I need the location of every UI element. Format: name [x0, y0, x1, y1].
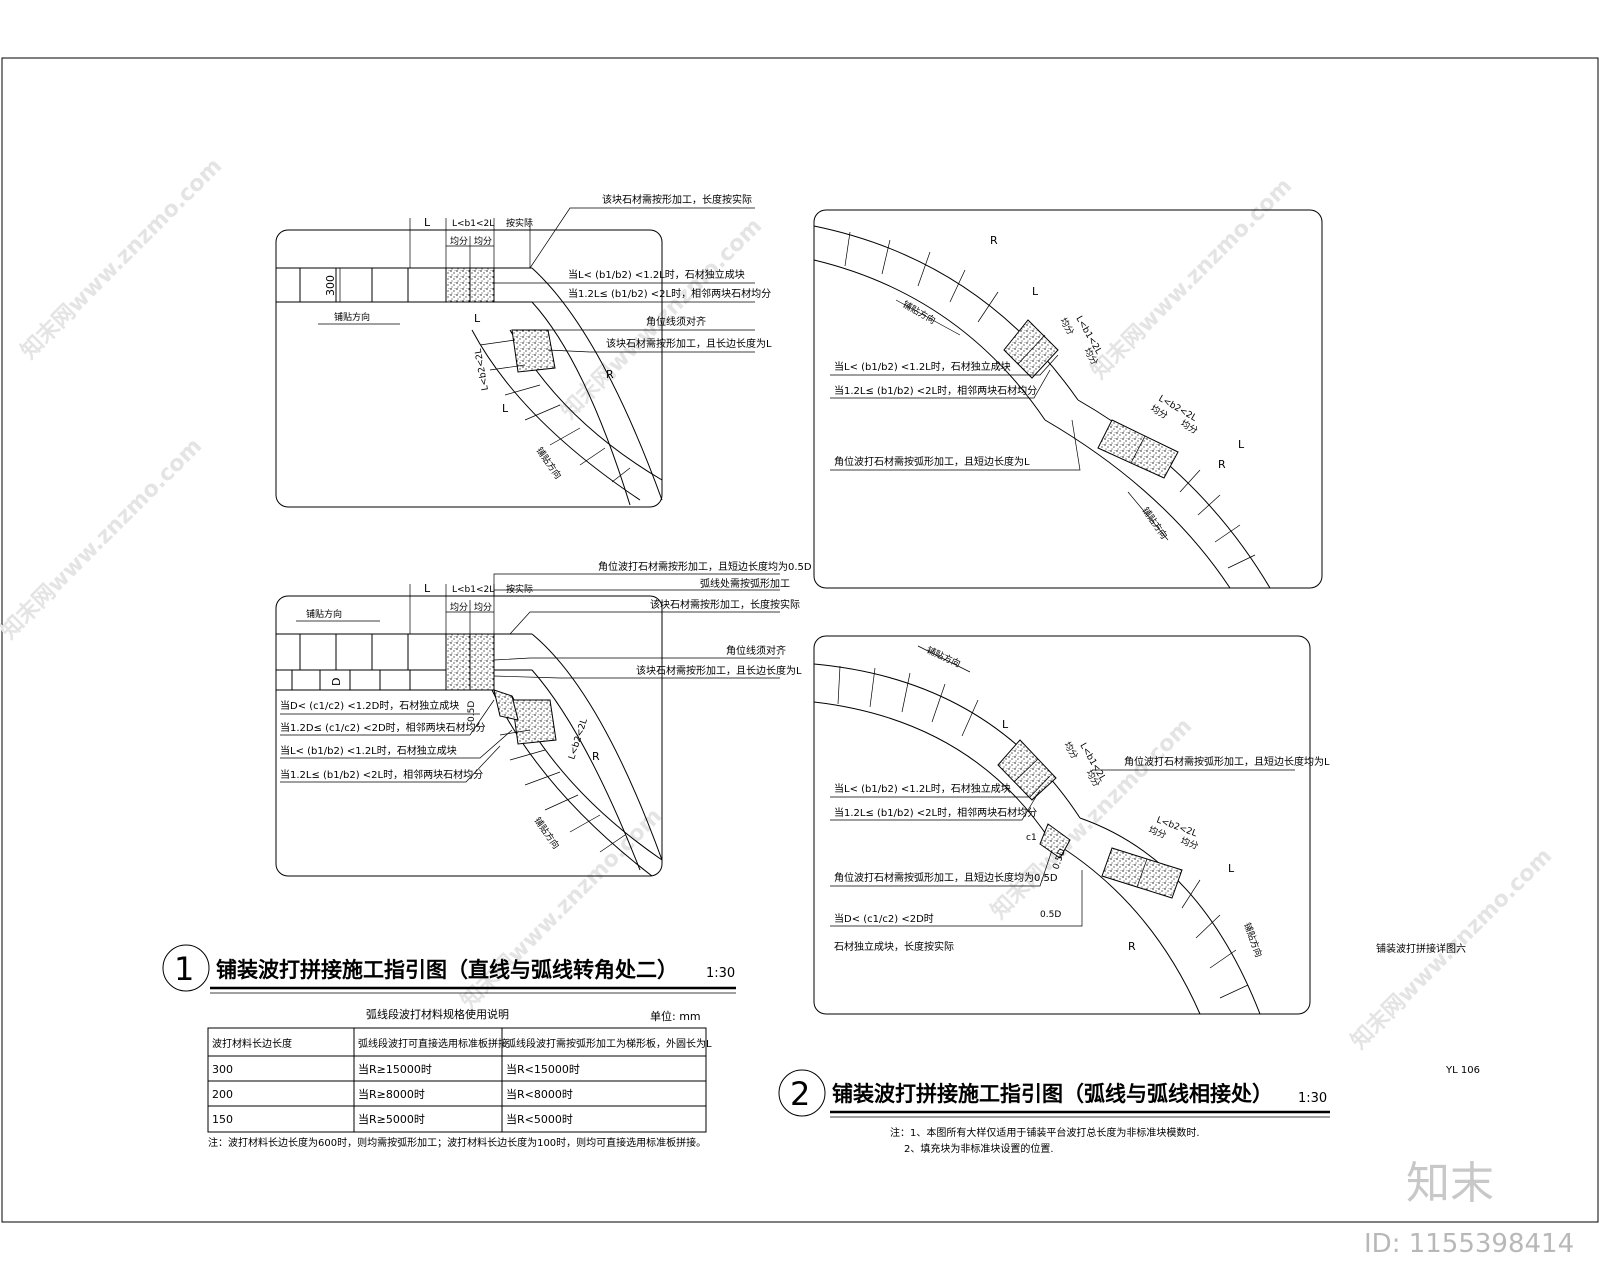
table-cell: 当R≥15000时: [358, 1062, 432, 1076]
paving-direction-label: 铺贴方向: [306, 608, 342, 620]
annotation: 角位线须对齐: [646, 315, 706, 328]
fig1-bottom-panel: L L<b1<2L 按实际 均分 均分 铺贴方向 D 0.5D L<b2<2L …: [275, 560, 812, 877]
dim-label: L: [1228, 862, 1235, 875]
dim-label: R: [1218, 458, 1226, 471]
paving-direction-label: 铺贴方向: [334, 311, 370, 323]
dim-label: L<b1<2L: [452, 219, 494, 229]
fig1-title-block: 1 铺装波打拼接施工指引图（直线与弧线转角处二） 1:30: [162, 944, 736, 994]
annotation: 石材独立成块，长度按实际: [834, 940, 954, 953]
dim-label: 均分: [450, 601, 468, 613]
annotation: 当D< (c1/c2) <1.2D时，石材独立成块: [280, 699, 459, 712]
general-note: 注：1、本图所有大样仅适用于铺装平台波打总长度为非标准块模数时.: [890, 1126, 1200, 1139]
figure-title: 铺装波打拼接施工指引图（直线与弧线转角处二）: [216, 958, 678, 982]
dim-label: R: [990, 234, 998, 247]
annotation: 当L< (b1/b2) <1.2L时，石材独立成块: [834, 782, 1011, 795]
dim-label: 0.5D: [1040, 910, 1061, 920]
annotation: 该块石材需按形加工，长度按实际: [650, 598, 800, 611]
dim-label: 0.5D: [467, 701, 477, 722]
figure-number: 1: [174, 950, 194, 988]
dim-label: 均分: [1061, 740, 1080, 762]
paving-direction-label: 铺贴方向: [925, 644, 963, 670]
dim-label: L<b2<2L: [474, 348, 491, 391]
annotation: 角位波打石材需按弧形加工，且短边长度为L: [834, 455, 1030, 468]
general-note: 2、填充块为非标准块设置的位置.: [904, 1142, 1054, 1155]
table-cell: 300: [212, 1063, 233, 1076]
dim-label: L: [1002, 718, 1009, 731]
paving-direction-label: 铺贴方向: [534, 445, 564, 481]
annotation: 角位波打石材需按弧形加工，且短边长度均为0.5D: [834, 871, 1058, 884]
table-unit: 单位: mm: [650, 1009, 701, 1023]
annotation: 当L< (b1/b2) <1.2L时，石材独立成块: [280, 744, 457, 757]
sheet-label: 铺装波打拼接详图六: [1376, 942, 1466, 955]
dim-label: c1: [1026, 833, 1037, 843]
table-cell: 当R≥5000时: [358, 1112, 425, 1126]
annotation: 角位波打石材需按形加工，且短边长度均为0.5D: [598, 560, 812, 573]
figure-scale: 1:30: [706, 966, 735, 981]
annotation: 该块石材需按形加工，长度按实际: [602, 193, 752, 206]
annotation: 当L< (b1/b2) <1.2L时，石材独立成块: [568, 268, 745, 281]
dim-label: 均分: [450, 235, 468, 247]
table-cell: 当R<8000时: [506, 1087, 573, 1101]
table-header: 弧线段波打可直接选用标准板拼接: [358, 1037, 508, 1050]
dim-label: 按实际: [506, 217, 533, 229]
fig2-title-block: 2 铺装波打拼接施工指引图（弧线与弧线相接处） 1:30: [778, 1069, 1330, 1118]
figure-scale: 1:30: [1298, 1091, 1327, 1106]
dim-label: R: [1128, 940, 1136, 953]
watermark-text: 知末网www.znzmo.com: [0, 433, 207, 644]
dim-label: L: [502, 402, 509, 415]
paving-direction-label: 铺贴方向: [1241, 921, 1265, 959]
fig2-top-panel: R R L L L<b1<2L L<b2<2L 均分 均分 均分 均分 铺贴方向…: [813, 209, 1323, 589]
table-note: 注：波打材料长边长度为600时，则均需按弧形加工；波打材料长边长度为100时，则…: [208, 1136, 706, 1149]
table-caption: 弧线段波打材料规格使用说明: [366, 1007, 509, 1021]
dim-label: L<b1<2L: [452, 585, 494, 595]
figure-number: 2: [790, 1075, 810, 1113]
dim-label: L: [424, 582, 431, 595]
table-cell: 150: [212, 1113, 233, 1126]
sheet-code: YL 106: [1445, 1065, 1480, 1076]
annotation: 当L< (b1/b2) <1.2L时，石材独立成块: [834, 360, 1011, 373]
table-cell: 200: [212, 1088, 233, 1101]
annotation: 弧线处需按弧形加工: [700, 577, 790, 590]
paving-direction-label: 铺贴方向: [532, 815, 562, 851]
annotation: 该块石材需按形加工，且长边长度为L: [636, 664, 802, 677]
dim-label: 按实际: [506, 583, 533, 595]
figure-title: 铺装波打拼接施工指引图（弧线与弧线相接处）: [832, 1082, 1273, 1106]
table-cell: 当R≥8000时: [358, 1087, 425, 1101]
dim-label: R: [592, 750, 600, 763]
dim-label: 300: [324, 275, 337, 296]
dim-label: D: [330, 678, 343, 686]
annotation: 当1.2L≤ (b1/b2) <2L时，相邻两块石材均分: [834, 806, 1037, 819]
dim-label: 均分: [474, 601, 492, 613]
dim-label: R: [606, 368, 614, 381]
annotation: 当D< (c1/c2) <2D时: [834, 912, 934, 925]
fig1-top-panel: L L<b1<2L 按实际 均分 均分 300 铺贴方向 铺贴方向 R L L<…: [275, 193, 772, 508]
annotation: 当1.2L≤ (b1/b2) <2L时，相邻两块石材均分: [568, 287, 771, 300]
dim-label: L: [1238, 438, 1245, 451]
annotation: 该块石材需按形加工，且长边长度为L: [606, 337, 772, 350]
watermark-text: 知末网www.znzmo.com: [1086, 173, 1297, 384]
table-cell: 当R<15000时: [506, 1062, 580, 1076]
dim-label: L: [424, 216, 431, 229]
material-spec-table: 弧线段波打材料规格使用说明 单位: mm 波打材料长边长度 弧线段波打可直接选用…: [207, 1007, 712, 1149]
watermark-text: 知末网www.znzmo.com: [16, 153, 227, 364]
image-id: ID: 1155398414: [1364, 1229, 1574, 1259]
dim-label: L: [1032, 285, 1039, 298]
table-header: 弧线段波打需按弧形加工为梯形板，外圆长为L: [506, 1037, 712, 1050]
table-cell: 当R<5000时: [506, 1112, 573, 1126]
dim-label: L: [474, 312, 481, 325]
annotation: 当1.2D≤ (c1/c2) <2D时，相邻两块石材均分: [280, 721, 486, 734]
annotation: 角位波打石材需按弧形加工，且短边长度均为L: [1124, 755, 1330, 768]
annotation: 当1.2L≤ (b1/b2) <2L时，相邻两块石材均分: [834, 384, 1037, 397]
table-header: 波打材料长边长度: [212, 1037, 292, 1050]
annotation: 当1.2L≤ (b1/b2) <2L时，相邻两块石材均分: [280, 768, 483, 781]
brand-logo: 知末: [1406, 1158, 1494, 1209]
dim-label: 均分: [474, 235, 492, 247]
annotation: 角位线须对齐: [726, 644, 786, 657]
watermark-text: 知末网www.znzmo.com: [456, 803, 667, 1014]
sheet-frame: [1, 57, 1599, 1223]
